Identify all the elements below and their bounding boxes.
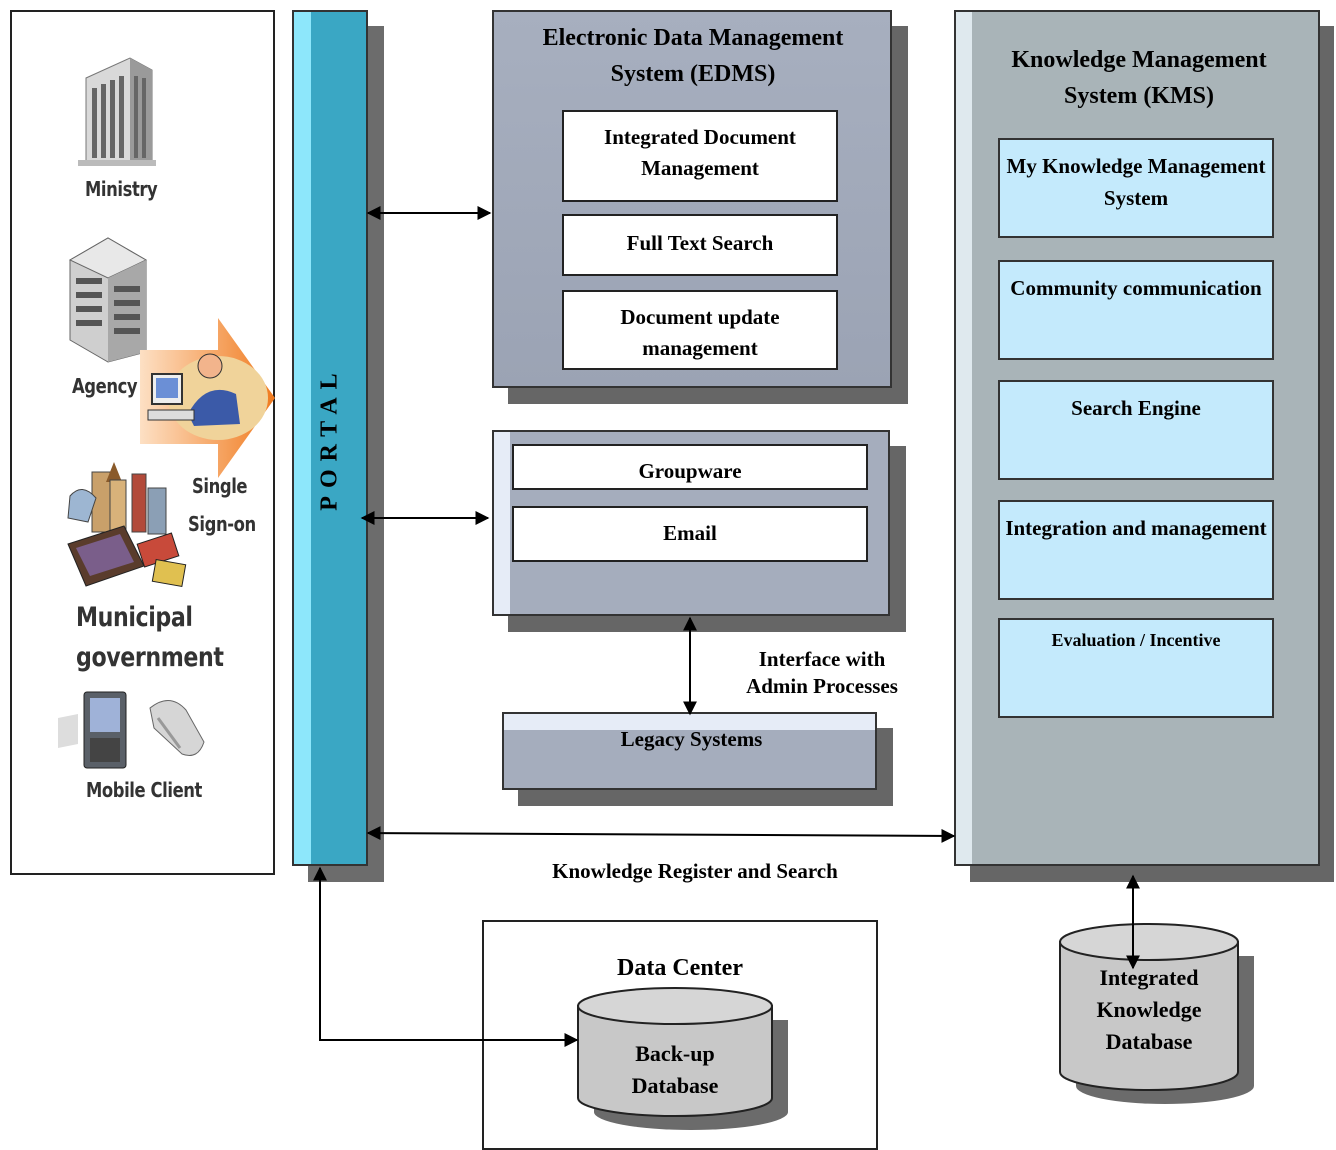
portal-kms-arrow	[366, 826, 956, 843]
kms-item-integration-and-management: Integration and management	[998, 500, 1274, 600]
kms-item-community-communication: Community communication	[998, 260, 1274, 360]
users-panel: Ministry Agency Single Sign-on	[10, 10, 275, 875]
collab-panel: Groupware Email	[492, 430, 890, 616]
knowledge-database-label-line1: Integrated	[1099, 965, 1199, 990]
mobile-client-label: Mobile Client	[86, 778, 202, 802]
edms-item-integrated-document-management: Integrated Document Management	[562, 110, 838, 202]
mobile-devices-icon	[58, 691, 205, 769]
municipal-government-collage-icon	[67, 462, 187, 588]
kms-item-my-knowledge-management-system: My Knowledge Management System	[998, 138, 1274, 238]
collab-item-email: Email	[512, 506, 868, 562]
collab-item-groupware: Groupware	[512, 444, 868, 490]
knowledge-database-label: Integrated Knowledge Database	[1060, 962, 1238, 1058]
kms-panel: Knowledge Management System (KMS) My Kno…	[954, 10, 1320, 866]
kms-item-search-engine: Search Engine	[998, 380, 1274, 480]
interface-caption-line1: Interface with	[758, 647, 886, 671]
knowledge-database-label-line2: Knowledge	[1096, 997, 1202, 1022]
knowledge-database-label-line3: Database	[1105, 1029, 1193, 1054]
portal-backup-arrow	[313, 866, 579, 1047]
kms-title: Knowledge Management System (KMS)	[1011, 47, 1267, 109]
ministry-label: Ministry	[85, 177, 158, 201]
knowledge-register-caption: Knowledge Register and Search	[552, 859, 838, 883]
backup-database-label-line1: Back-up	[635, 1041, 715, 1066]
knowledge-database-cylinder	[1059, 923, 1254, 1104]
single-sign-on-arrow-icon	[140, 318, 275, 478]
backup-database-cylinder	[577, 987, 788, 1130]
single-sign-on-label-line1: Single	[192, 474, 248, 498]
data-center-title: Data Center	[617, 955, 743, 981]
single-sign-on-label-line2: Sign-on	[188, 512, 256, 536]
ministry-building-icon	[78, 57, 156, 166]
edms-item-full-text-search: Full Text Search	[562, 214, 838, 276]
municipal-government-label-line2: government	[76, 642, 224, 673]
edms-title: Electronic Data Management System (EDMS)	[542, 25, 844, 87]
agency-building-icon	[68, 237, 148, 363]
kms-item-evaluation-incentive: Evaluation / Incentive	[998, 618, 1274, 718]
interface-caption-line2: Admin Processes	[746, 674, 898, 698]
legacy-systems-box: Legacy Systems	[502, 712, 877, 790]
legacy-systems-label: Legacy Systems	[620, 727, 763, 751]
edms-item-document-update-management: Document update management	[562, 290, 838, 370]
portal-bar: PORTAL	[292, 10, 368, 866]
backup-database-label: Back-up Database	[578, 1038, 772, 1102]
edms-panel: Electronic Data Management System (EDMS)…	[492, 10, 892, 388]
agency-label: Agency	[72, 374, 138, 398]
interface-caption: Interface with Admin Processes	[722, 646, 922, 700]
municipal-government-label-line1: Municipal	[76, 602, 193, 633]
backup-database-label-line2: Database	[631, 1073, 719, 1098]
